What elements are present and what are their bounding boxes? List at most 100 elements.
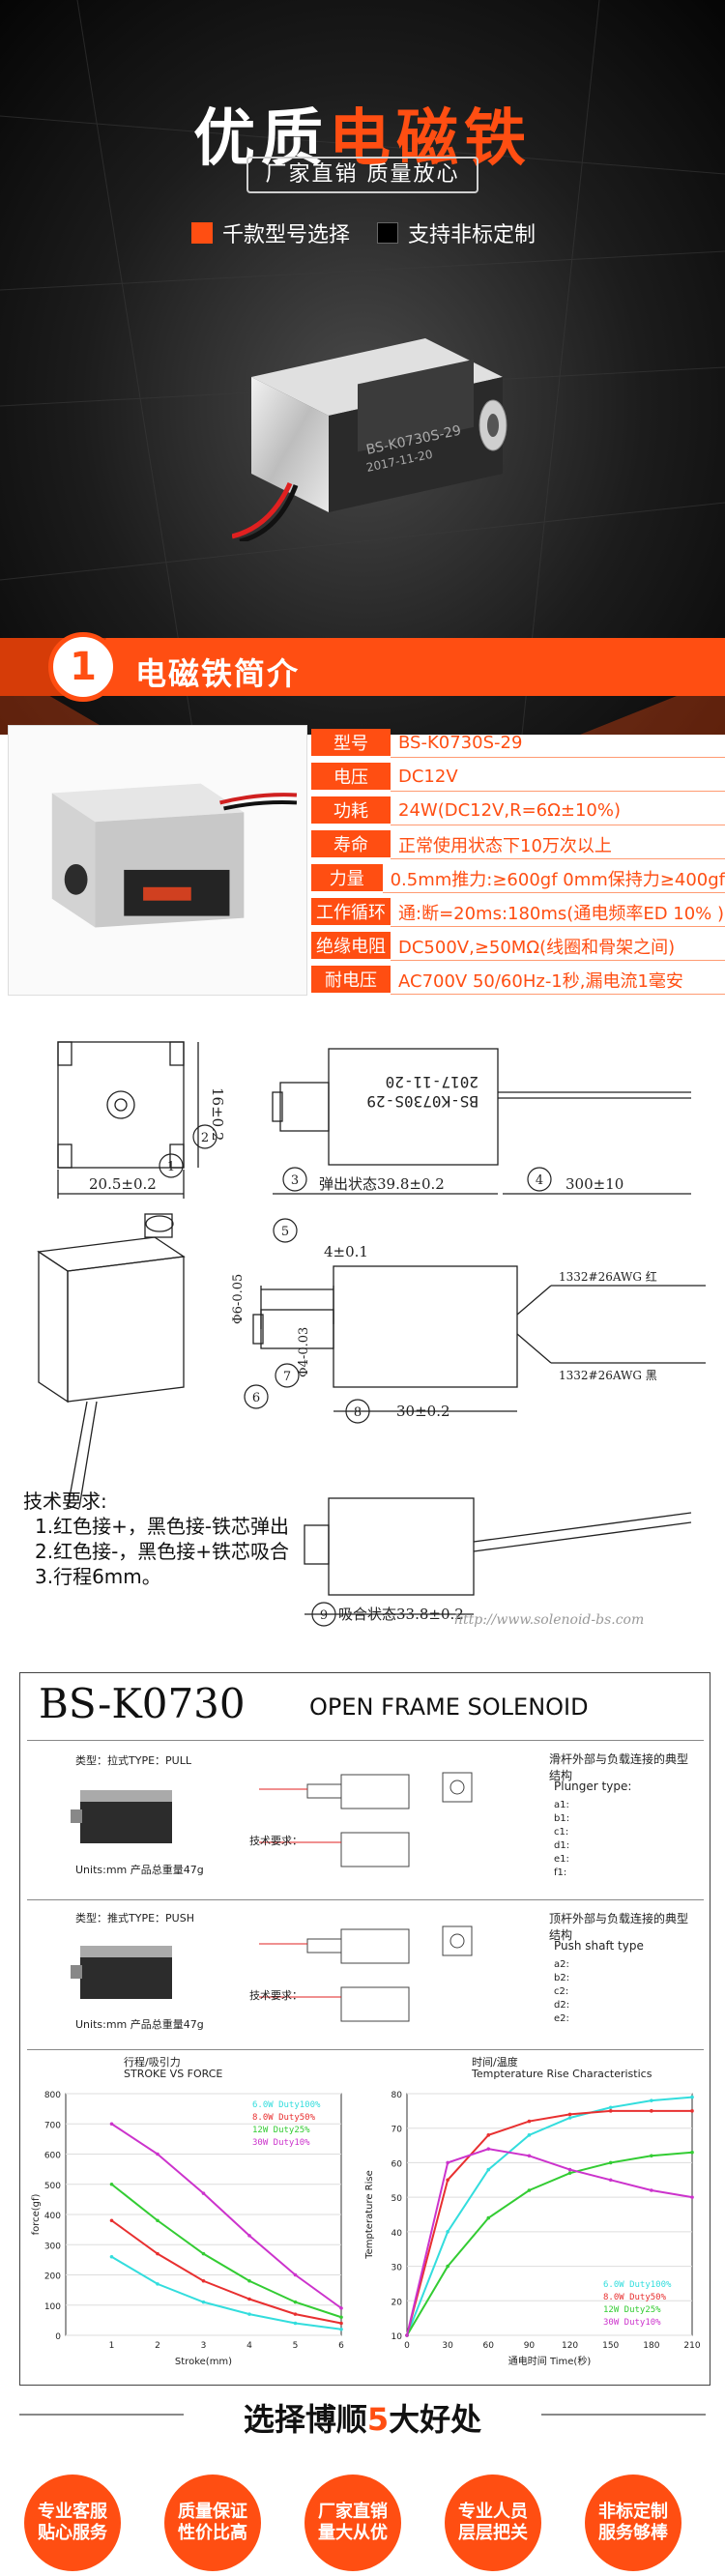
technical-drawing-section: 1 2 3 4 5 6 7 8 9 20.5±0.2 16±0.2 弹出状态39… — [0, 996, 725, 1672]
data-point — [650, 2154, 653, 2158]
wire-red-label: 1332#26AWG 红 — [559, 1269, 657, 1284]
advantage-line2: 性价比高 — [178, 2523, 247, 2543]
x-tick-label: 30 — [442, 2341, 453, 2351]
technical-drawing: 1 2 3 4 5 6 7 8 9 20.5±0.2 16±0.2 弹出状态39… — [37, 1041, 706, 1628]
dim-extended-label: 弹出状态39.8±0.2 — [319, 1175, 445, 1193]
legend-entry: 12W Duty25% — [603, 2305, 661, 2315]
plunger-item: e1: — [554, 1854, 569, 1865]
pull-type-panel: 类型：拉式TYPE：PULL Units:mm 产品总重量47g 技术要求： 滑… — [27, 1740, 704, 1895]
y-tick-label: 20 — [392, 2298, 403, 2307]
legend-entry: 6.0W Duty100% — [603, 2280, 672, 2290]
datasheet-section: BS-K0730 OPEN FRAME SOLENOID 类型：拉式TYPE：P… — [0, 1672, 725, 2412]
stroke-title-cn: 行程/吸引力 — [124, 2056, 181, 2069]
series-line — [406, 2096, 693, 2336]
advantages-section: 选择博顺5大好处 专业客服贴心服务 质量保证性价比高 厂家直销量大从优 专业人员… — [0, 2388, 725, 2576]
data-point — [446, 2160, 450, 2165]
intro-number-badge: 1 — [48, 632, 118, 702]
advantage-line2: 服务够棒 — [598, 2523, 668, 2543]
data-point — [247, 2312, 251, 2316]
dim-body-label: 30±0.2 — [396, 1403, 450, 1420]
advantages-title-a: 选择博顺 — [243, 2401, 367, 2438]
data-point — [486, 2147, 491, 2151]
data-point — [690, 2195, 694, 2199]
push-product-photo — [71, 1946, 172, 1999]
y-tick-label: 300 — [44, 2242, 61, 2251]
data-point — [156, 2282, 160, 2286]
watermark-url: http://www.solenoid-bs.com — [454, 1612, 644, 1628]
plunger-item: b1: — [554, 1813, 570, 1824]
tech-item: 1.红色接+，黑色接-铁芯弹出 — [35, 1515, 290, 1538]
legend-entry: 12W Duty25% — [252, 2126, 310, 2135]
dim-marker-4: 4 — [536, 1173, 543, 1188]
feature-custom-label: 支持非标定制 — [408, 223, 536, 247]
advantage-line1: 质量保证 — [178, 2502, 247, 2522]
charts-panel: 行程/吸引力 STROKE VS FORCE 时间/温度 Tempteratur… — [27, 2049, 704, 2383]
advantages-title: 选择博顺5大好处 — [0, 2395, 725, 2440]
data-point — [446, 2264, 450, 2269]
push-item: d2: — [554, 2000, 570, 2011]
data-point — [109, 2218, 114, 2223]
y-tick-label: 500 — [44, 2182, 61, 2191]
data-point — [109, 2254, 114, 2259]
series-line — [406, 2109, 692, 2336]
y-tick-label: 400 — [44, 2212, 61, 2221]
orange-square-icon — [191, 222, 213, 244]
dim-marker-7: 7 — [283, 1370, 291, 1384]
tech-requirements: 技术要求: 1.红色接+，黑色接-铁芯弹出 2.红色接-，黑色接+铁芯吸合 3.… — [23, 1489, 289, 1589]
advantage-item: 专业客服贴心服务 — [24, 2475, 121, 2571]
spec-row: 工作循环通:断=20ms:180ms(通电频率ED 10% ) — [311, 898, 725, 927]
spec-key: 绝缘电阻 — [311, 932, 391, 961]
data-point — [690, 2109, 694, 2113]
y-tick-label: 40 — [392, 2229, 403, 2239]
advantage-line2: 贴心服务 — [38, 2523, 107, 2543]
data-point — [156, 2152, 160, 2156]
x-axis-label: 通电时间 Time(秒) — [508, 2355, 592, 2367]
data-point — [650, 2188, 653, 2192]
plunger-item: c1: — [554, 1827, 569, 1838]
feature-choice-label: 千款型号选择 — [222, 223, 351, 247]
hero-title-orange: 电磁铁 — [329, 103, 532, 175]
dim-marker-9: 9 — [320, 1608, 328, 1623]
x-tick-label: 90 — [524, 2341, 536, 2351]
push-item: e2: — [554, 2013, 569, 2024]
intro-title: 电磁铁简介 — [135, 655, 301, 692]
data-point — [339, 2327, 343, 2331]
data-point — [405, 2333, 409, 2337]
x-tick-label: 0 — [404, 2341, 410, 2351]
dim-width-label: 20.5±0.2 — [89, 1175, 157, 1193]
advantage-line2: 量大从优 — [318, 2523, 388, 2543]
series-line — [406, 2151, 693, 2336]
wire-black-label: 1332#26AWG 黑 — [559, 1369, 657, 1382]
advantage-item: 厂家直销量大从优 — [304, 2475, 401, 2571]
data-point — [293, 2321, 298, 2326]
data-point — [608, 2105, 613, 2110]
push-tech-req: 技术要求： — [249, 1989, 303, 2002]
y-axis-label: Tempterature Rise — [364, 2170, 375, 2260]
legend-entry: 6.0W Duty100% — [252, 2100, 321, 2110]
divider-left — [19, 2414, 184, 2416]
series-line — [110, 2255, 342, 2330]
data-point — [527, 2154, 532, 2158]
data-point — [247, 2234, 251, 2238]
push-units: Units:mm 产品总重量47g — [75, 2018, 204, 2031]
data-point — [446, 2230, 450, 2234]
data-point — [201, 2278, 206, 2283]
spec-value: BS-K0730S-29 — [391, 729, 725, 758]
push-type-list: a2: b2: c2: d2: e2: — [554, 1958, 569, 2026]
x-tick-label: 5 — [293, 2341, 299, 2351]
y-tick-label: 700 — [44, 2121, 61, 2130]
y-tick-label: 0 — [55, 2332, 61, 2342]
pull-type-label: 类型：拉式TYPE：PULL — [75, 1754, 191, 1767]
dim-retracted-label: 吸合状态33.8±0.2 — [338, 1606, 464, 1623]
data-point — [608, 2160, 613, 2165]
spec-value: 正常使用状态下10万次以上 — [391, 830, 725, 859]
advantage-line1: 专业客服 — [38, 2502, 107, 2522]
temp-title-cn: 时间/温度 — [472, 2056, 518, 2069]
dim-marker-2: 2 — [201, 1131, 209, 1145]
spec-key: 寿命 — [311, 830, 391, 859]
body-label-line1: BS-K0730S-29 — [366, 1092, 478, 1111]
dim-plunger-dia-label: Φ6-0.05 — [231, 1274, 246, 1324]
